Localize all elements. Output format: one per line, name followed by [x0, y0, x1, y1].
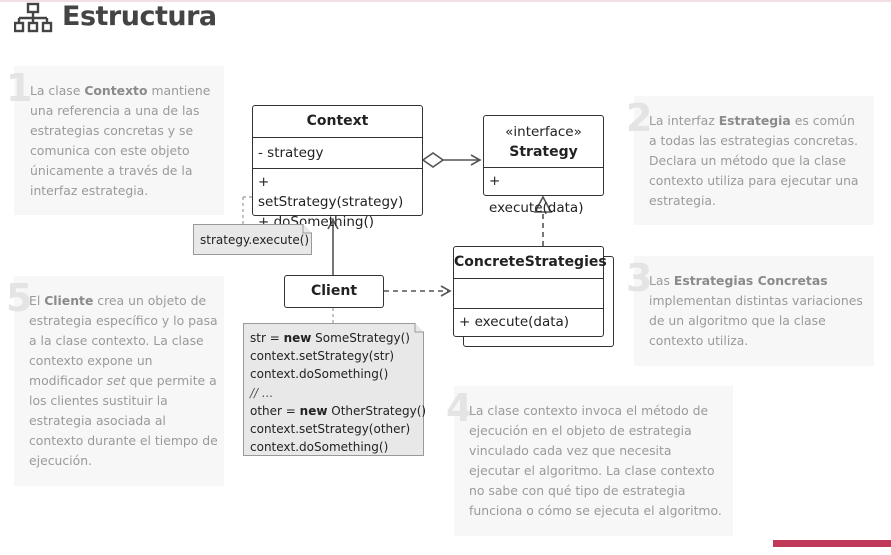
context-method: + setStrategy(strategy)	[258, 174, 404, 210]
note-client: 5 El Cliente crea un objeto de estrategi…	[6, 276, 224, 486]
client-class: Client	[284, 275, 384, 308]
code-line: context.setStrategy(other)	[250, 421, 411, 436]
client-code-note: str = new SomeStrategy() context.setStra…	[243, 323, 427, 456]
concrete-strategies-fields	[454, 278, 603, 308]
strategy-name: Strategy	[509, 144, 578, 160]
strategy-execute-note: strategy.execute()	[193, 224, 312, 255]
note-text: El Cliente crea un objeto de estrategia …	[29, 293, 218, 468]
note-number: 2	[626, 96, 653, 140]
code-line: str = new SomeStrategy()	[250, 331, 410, 345]
note-text: La clase contexto invoca el método de ej…	[469, 403, 722, 518]
code-comment: // ...	[250, 385, 274, 400]
code-line: context.setStrategy(str)	[250, 349, 395, 364]
strategy-method: + execute(data)	[484, 167, 603, 216]
note-number: 4	[446, 386, 473, 430]
code-line: context.doSomething()	[250, 367, 389, 382]
note-number: 1	[6, 66, 33, 110]
page-title: Estructura	[62, 1, 217, 32]
realization-triangle	[533, 195, 553, 213]
client-name: Client	[310, 283, 358, 299]
context-class-name: Context	[306, 113, 369, 129]
concrete-strategies-method: + execute(data)	[454, 308, 603, 336]
code-line: context.doSomething()	[250, 440, 389, 455]
note-text: Las Estrategias Concretas implementan di…	[649, 273, 863, 348]
strategy-interface: «interface» Strategy + execute(data)	[483, 115, 604, 216]
concrete-strategies-name: ConcreteStrategies	[454, 254, 607, 270]
structure-icon	[14, 2, 53, 33]
aggregation-diamond	[421, 152, 445, 168]
top-border	[0, 0, 891, 2]
note-context: 1 La clase Contexto mantiene una referen…	[6, 66, 224, 215]
code-line: other = new OtherStrategy()	[250, 403, 427, 418]
note-strategy: 2 La interfaz Estrategia es común a toda…	[626, 96, 874, 225]
accent-bar	[773, 540, 891, 547]
context-class: Context - strategy + setStrategy(strateg…	[252, 105, 423, 230]
note-number: 3	[626, 256, 653, 300]
note-context-invokes: 4 La clase contexto invoca el método de …	[446, 386, 733, 536]
strategy-header: «interface» Strategy	[484, 116, 603, 167]
concrete-strategies-class: ConcreteStrategies + execute(data)	[453, 246, 607, 337]
note-text: La clase Contexto mantiene una referenci…	[30, 83, 211, 198]
note-concrete-strategies: 3 Las Estrategias Concretas implementan …	[626, 256, 874, 366]
context-field: - strategy	[253, 137, 422, 168]
strategy-execute-text: strategy.execute()	[200, 233, 310, 247]
strategy-stereotype: «interface»	[505, 124, 582, 140]
note-number: 5	[6, 276, 33, 320]
note-text: La interfaz Estrategia es común a todas …	[649, 113, 859, 208]
